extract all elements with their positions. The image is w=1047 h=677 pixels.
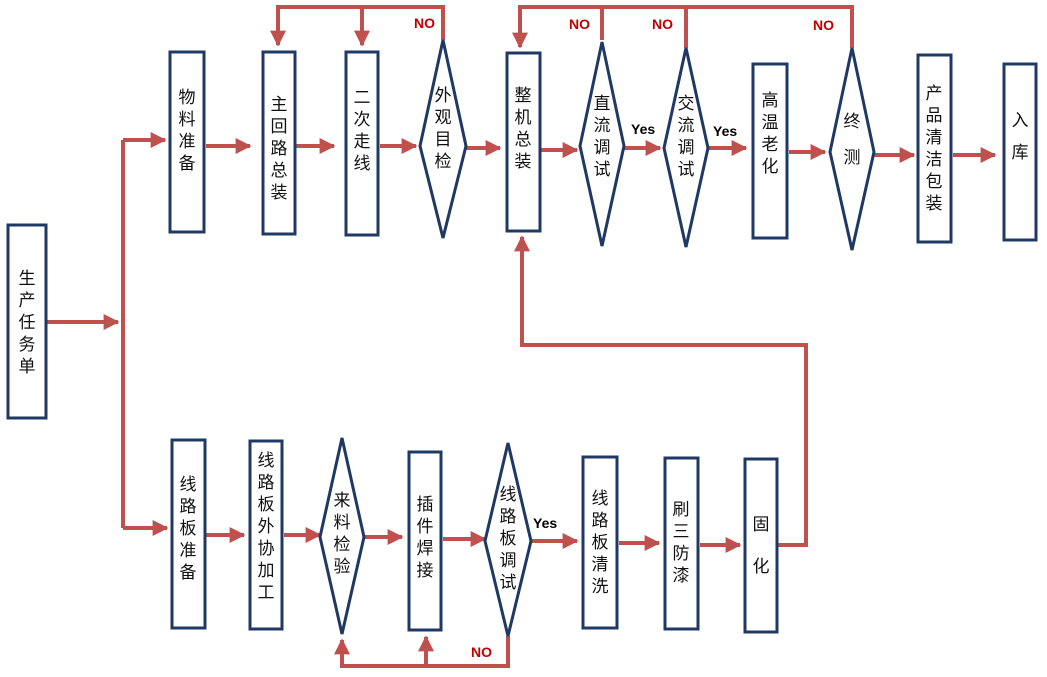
node-material-prep — [168, 50, 206, 234]
node-curing — [743, 457, 779, 634]
label-pcb-outsource: 线路板外协加工 — [258, 451, 275, 603]
label-incoming-inspect: 来料检验 — [334, 491, 351, 577]
label-no-pcb-debug: NO — [471, 644, 492, 660]
label-curing: 固化 — [753, 515, 770, 577]
label-plugin-solder: 插件焊接 — [417, 495, 434, 581]
node-pcb-outsource — [248, 439, 284, 631]
label-yes-pcb-debug: Yes — [533, 515, 557, 531]
node-pcb-clean — [581, 455, 619, 630]
label-no-visual: NO — [414, 15, 435, 31]
label-pcb-prep: 线路板准备 — [180, 475, 197, 583]
label-clean-pack: 产品清洁包装 — [926, 84, 943, 214]
label-no-dc: NO — [569, 16, 590, 32]
label-visual-inspect: 外观目检 — [435, 86, 452, 172]
label-storage: 入库 — [1012, 111, 1029, 163]
node-final-assembly — [505, 51, 542, 233]
node-aging — [751, 62, 789, 240]
node-storage — [1002, 62, 1038, 242]
node-ac-debug — [662, 47, 710, 248]
label-no-final-test: NO — [813, 17, 834, 33]
label-pcb-debug: 线路板调试 — [500, 485, 517, 593]
node-visual-inspect — [418, 39, 468, 239]
label-yes-ac: Yes — [713, 123, 737, 139]
node-dc-debug — [578, 41, 626, 247]
label-ac-debug: 交流调试 — [678, 94, 695, 180]
node-final-test — [828, 47, 876, 251]
label-secondary-wiring: 二次走线 — [354, 88, 371, 174]
label-dc-debug: 直流调试 — [594, 94, 611, 180]
node-pcb-debug — [483, 442, 533, 637]
node-coating — [663, 456, 700, 631]
label-no-ac: NO — [652, 16, 673, 32]
label-coating: 刷三防漆 — [673, 500, 690, 586]
edge-curing-to-final-assembly — [514, 235, 808, 547]
node-secondary-wiring — [344, 50, 380, 237]
node-clean-pack — [916, 53, 953, 244]
label-yes-dc: Yes — [631, 121, 655, 137]
label-final-test: 终测 — [844, 112, 861, 168]
node-plugin-solder — [407, 450, 443, 632]
node-main-circuit — [261, 50, 297, 236]
label-pcb-clean: 线路板清洗 — [592, 489, 609, 597]
label-main-circuit: 主回路总装 — [271, 95, 288, 203]
node-task-order — [6, 223, 48, 420]
label-material-prep: 物料准备 — [179, 88, 196, 174]
label-final-assembly: 整机总装 — [515, 86, 532, 172]
label-task-order: 生产任务单 — [19, 269, 36, 377]
label-aging: 高温老化 — [762, 91, 779, 177]
node-pcb-prep — [170, 438, 207, 630]
node-incoming-inspect — [318, 437, 366, 635]
